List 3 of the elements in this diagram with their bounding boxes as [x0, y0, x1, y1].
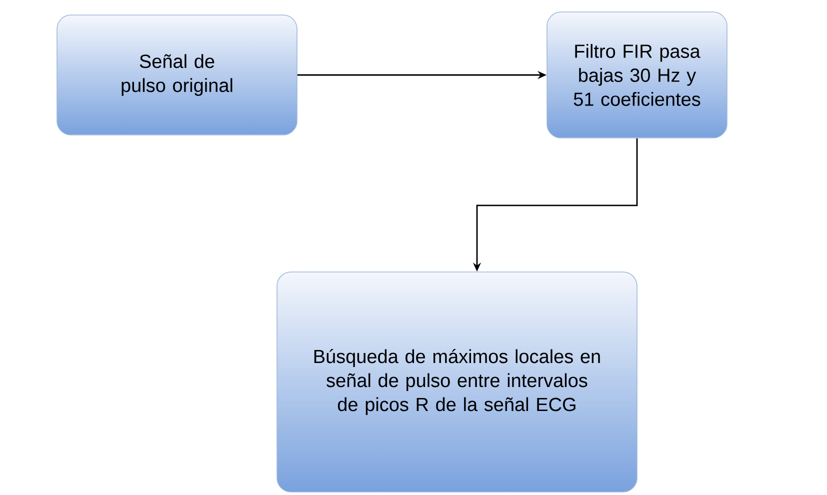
process-box: Señal de pulso original — [56, 14, 298, 136]
process-box: Búsqueda de máximos locales en señal de pulso entre intervalos de picos R de la señal ECG — [276, 272, 638, 492]
process-box: Filtro FIR pasa bajas 30 Hz y 51 coeficientes — [546, 12, 728, 138]
